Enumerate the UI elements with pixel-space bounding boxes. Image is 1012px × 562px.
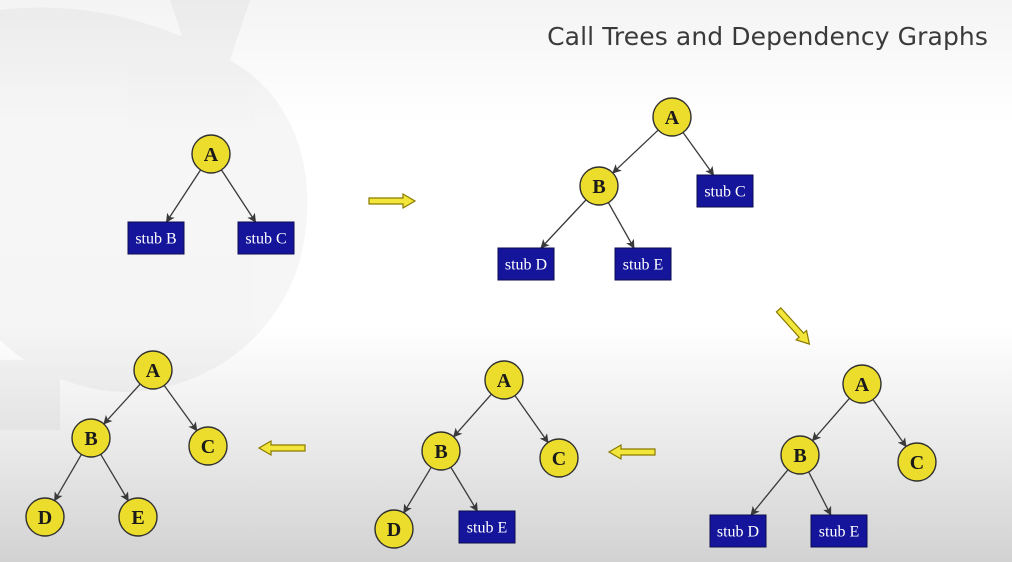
tree-2-stub-C: stub C bbox=[696, 174, 754, 208]
tree-5-edge-A-B bbox=[103, 383, 141, 425]
tree-1-module-A: A bbox=[191, 134, 231, 174]
stub-label: stub D bbox=[505, 257, 547, 274]
tree-3-stub-D: stub D bbox=[709, 514, 767, 548]
stub-label: stub E bbox=[819, 524, 859, 541]
stub-label: stub C bbox=[245, 231, 286, 248]
transition-arrow-left-icon bbox=[607, 443, 656, 461]
node-label: B bbox=[592, 176, 605, 198]
node-label: B bbox=[793, 445, 806, 467]
tree-1-edge-A-sB bbox=[165, 169, 202, 223]
tree-4-edge-A-C bbox=[514, 395, 549, 444]
transition-arrow-down-right-icon bbox=[775, 307, 811, 345]
stub-label: stub B bbox=[135, 231, 176, 248]
node-label: A bbox=[146, 360, 161, 382]
tree-5-module-D: D bbox=[25, 497, 65, 537]
transition-arrow-right-icon bbox=[368, 192, 417, 210]
stub-label: stub E bbox=[467, 520, 507, 537]
tree-3-edge-A-C bbox=[872, 399, 907, 448]
tree-5-edge-B-E bbox=[100, 453, 129, 502]
tree-4-edge-B-D bbox=[403, 466, 432, 514]
slide-title: Call Trees and Dependency Graphs bbox=[547, 22, 988, 51]
crest-watermark bbox=[0, 0, 308, 430]
tree-3-edge-A-B bbox=[811, 397, 850, 442]
tree-4-module-D: D bbox=[374, 509, 414, 549]
tree-3-edge-B-sE bbox=[808, 471, 832, 516]
tree-5-module-B: B bbox=[71, 418, 111, 458]
tree-2-module-B: B bbox=[579, 166, 619, 206]
tree-3-stub-E: stub E bbox=[810, 514, 868, 548]
tree-5-edge-B-D bbox=[53, 454, 83, 502]
stub-label: stub D bbox=[717, 524, 759, 541]
tree-5-module-A: A bbox=[133, 350, 173, 390]
node-label: A bbox=[497, 370, 512, 392]
tree-3-module-A: A bbox=[842, 364, 882, 404]
tree-2-module-A: A bbox=[652, 97, 692, 137]
tree-4-edge-B-sE bbox=[450, 466, 478, 512]
tree-1-stub-C: stub C bbox=[237, 221, 295, 255]
node-label: A bbox=[665, 107, 680, 129]
node-label: A bbox=[204, 144, 219, 166]
tree-5-module-C: C bbox=[188, 426, 228, 466]
tree-3-module-B: B bbox=[780, 435, 820, 475]
tree-5-module-E: E bbox=[118, 497, 158, 537]
tree-2-edge-B-sE bbox=[607, 202, 635, 249]
node-label: B bbox=[84, 428, 97, 450]
tree-1-stub-B: stub B bbox=[127, 221, 185, 255]
tree-3-edge-B-sD bbox=[750, 469, 789, 516]
node-label: E bbox=[131, 507, 144, 529]
node-label: B bbox=[434, 441, 447, 463]
tree-4-module-A: A bbox=[484, 360, 524, 400]
node-label: C bbox=[910, 452, 924, 474]
tree-2-stub-D: stub D bbox=[497, 247, 555, 281]
tree-3-module-C: C bbox=[897, 442, 937, 482]
tree-2-edge-B-sD bbox=[540, 199, 587, 249]
node-label: D bbox=[38, 507, 52, 529]
tree-4-module-B: B bbox=[421, 431, 461, 471]
node-label: D bbox=[387, 519, 401, 541]
tree-4-stub-E: stub E bbox=[458, 510, 516, 544]
node-label: C bbox=[201, 436, 215, 458]
tree-4-module-C: C bbox=[539, 438, 579, 478]
stub-label: stub E bbox=[623, 257, 663, 274]
node-label: C bbox=[552, 448, 566, 470]
tree-2-stub-E: stub E bbox=[614, 247, 672, 281]
tree-4-edge-A-B bbox=[453, 393, 492, 438]
tree-1-edge-A-sC bbox=[220, 169, 257, 223]
tree-5-edge-A-C bbox=[163, 385, 198, 432]
stub-label: stub C bbox=[704, 184, 745, 201]
tree-2-edge-A-B bbox=[612, 129, 659, 174]
tree-2-edge-A-sC bbox=[682, 132, 715, 176]
transition-arrow-left-icon bbox=[257, 439, 306, 457]
node-label: A bbox=[855, 374, 870, 396]
